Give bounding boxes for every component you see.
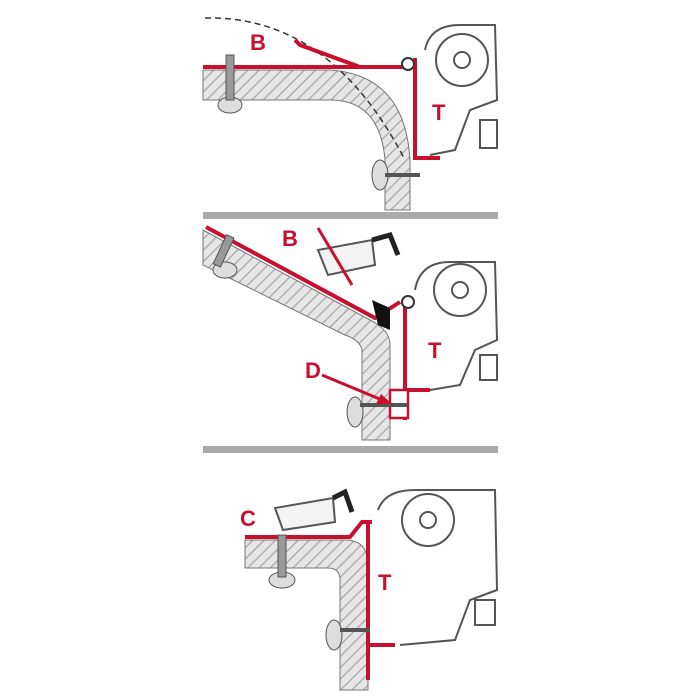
pivot-bolt (401, 295, 415, 309)
panel-1 (202, 17, 499, 211)
adapter-rail-b (203, 38, 361, 69)
awning-cassette (377, 489, 499, 646)
label-d: D (305, 358, 321, 383)
label-t: T (378, 570, 392, 595)
screw-upper (217, 54, 243, 114)
arrow-head (376, 394, 392, 404)
label-b: B (282, 226, 298, 251)
pointer-arrow-d (321, 373, 383, 402)
vehicle-wall (202, 229, 391, 441)
dashed-outline (204, 17, 406, 161)
adapter-rail-b (205, 225, 402, 321)
vehicle-wall (244, 539, 369, 691)
panel-3 (244, 488, 499, 691)
screw-upper (268, 534, 296, 589)
awning-cassette (424, 24, 499, 156)
screw-lower (346, 396, 408, 428)
label-c: C (240, 506, 256, 531)
label-t: T (432, 100, 446, 125)
screw-lower (325, 619, 370, 651)
screw-lower (371, 159, 420, 191)
screw-upper (212, 234, 238, 279)
hacksaw (316, 227, 401, 286)
seal-block (372, 300, 390, 330)
hacksaw (273, 488, 355, 532)
divider-2 (203, 446, 498, 453)
vehicle-wall (202, 69, 411, 211)
label-b: B (250, 30, 266, 55)
pivot-bolt (401, 57, 415, 71)
awning-cassette (414, 261, 499, 391)
divider-1 (203, 212, 498, 219)
panel-2 (202, 225, 499, 441)
label-t: T (428, 338, 442, 363)
